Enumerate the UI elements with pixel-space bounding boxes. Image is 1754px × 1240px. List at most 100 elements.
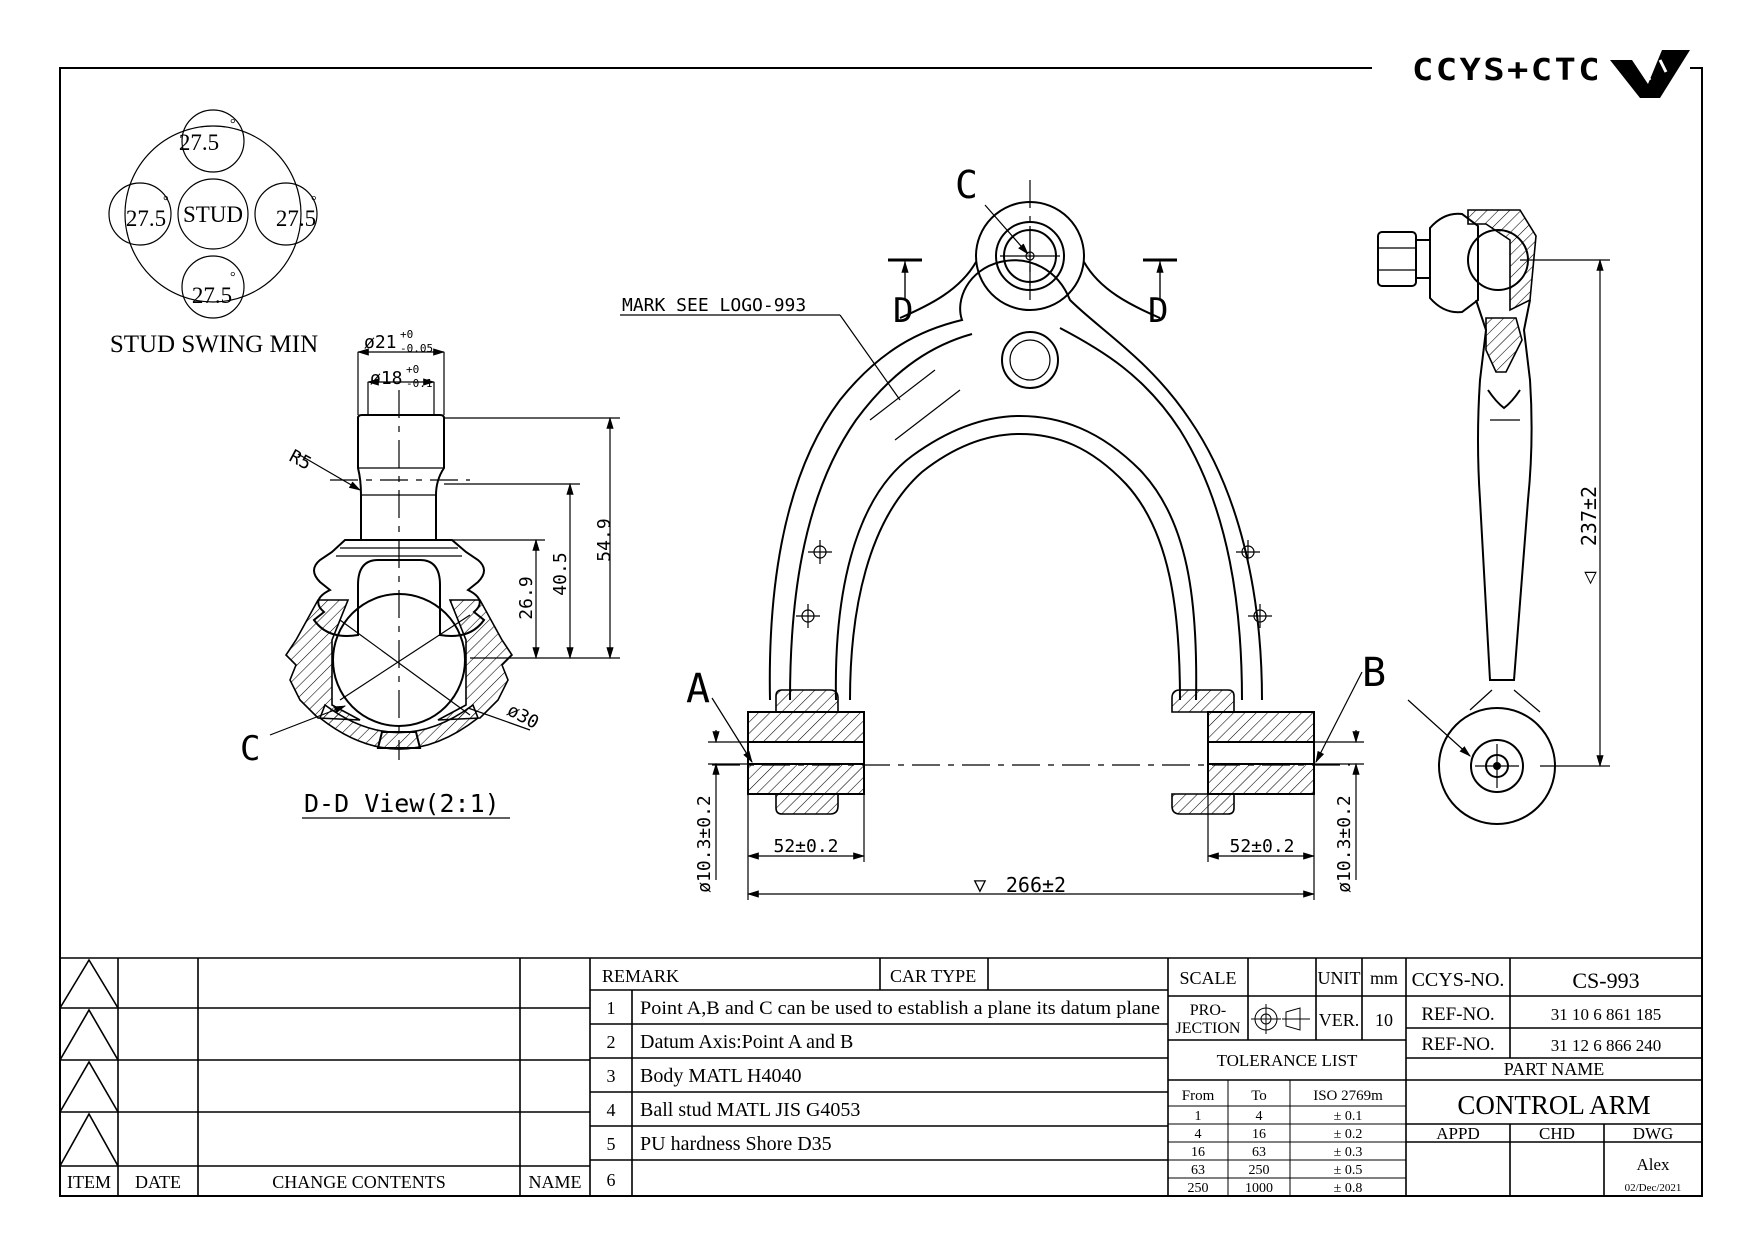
drawing-info: SCALE UNIT mm PRO- JECTION VER. 10 TOLER… bbox=[1176, 968, 1398, 1196]
ball-diameter-dimension: ø30 bbox=[504, 700, 543, 734]
ref-no-label: REF-NO. bbox=[1421, 1004, 1494, 1025]
remark-text: Datum Axis:Point A and B bbox=[640, 1031, 853, 1053]
swing-caption: STUD SWING MIN bbox=[110, 331, 318, 358]
tolerance-to: 4 bbox=[1256, 1109, 1263, 1124]
header-item: ITEM bbox=[67, 1172, 111, 1192]
tolerance-value: ± 0.3 bbox=[1334, 1145, 1363, 1160]
part-info: CCYS-NO. CS-993 REF-NO. 31 10 6 861 185 … bbox=[1412, 968, 1682, 1194]
section-view-dd: ø21 +0 -0.05 ø18 +0 -0.1 R5 54.9 40.5 26… bbox=[240, 328, 620, 819]
tolerance-from: 1 bbox=[1195, 1109, 1202, 1124]
tolerance-value: ± 0.5 bbox=[1334, 1163, 1363, 1178]
tolerance-value: ± 0.1 bbox=[1334, 1109, 1363, 1124]
remark-number: 2 bbox=[607, 1032, 616, 1052]
control-arm-main-view: MARK SEE LOGO-993 D D C bbox=[620, 163, 1386, 900]
remark-text: Ball stud MATL JIS G4053 bbox=[640, 1099, 860, 1121]
tolerance-header-to: To bbox=[1251, 1088, 1267, 1104]
tolerance-to: 63 bbox=[1252, 1145, 1266, 1160]
swing-bottom-value: 27.5 bbox=[192, 283, 232, 308]
point-c-main-label: C bbox=[955, 163, 978, 207]
section-view-caption: D-D View(2:1) bbox=[304, 789, 500, 818]
header-change-contents: CHANGE CONTENTS bbox=[272, 1172, 446, 1192]
degree-mark: ° bbox=[230, 117, 236, 132]
tolerance-to: 16 bbox=[1252, 1127, 1266, 1142]
dia21-tolerance-lower: -0.05 bbox=[400, 342, 433, 355]
car-type-label: CAR TYPE bbox=[890, 966, 976, 986]
unit-label: UNIT bbox=[1318, 968, 1361, 988]
section-d-right-label: D bbox=[1148, 291, 1168, 331]
height-54-9-dimension: 54.9 bbox=[594, 518, 615, 561]
ccys-no-value: CS-993 bbox=[1572, 968, 1639, 993]
remark-number: 4 bbox=[607, 1100, 616, 1120]
drawer-name: Alex bbox=[1636, 1155, 1670, 1174]
title-block-grid bbox=[59, 957, 1702, 1196]
projection-label: JECTION bbox=[1176, 1020, 1241, 1037]
dia18-dimension: ø18 bbox=[370, 368, 403, 389]
chd-label: CHD bbox=[1539, 1124, 1575, 1143]
header-date: DATE bbox=[135, 1172, 181, 1192]
ref-no-value: 31 12 6 866 240 bbox=[1551, 1036, 1662, 1055]
degree-mark: ° bbox=[311, 194, 317, 209]
overall-width-symbol: ▽ bbox=[974, 873, 987, 897]
logo-mark-icon bbox=[1610, 50, 1690, 98]
tolerance-from: 16 bbox=[1191, 1145, 1205, 1160]
revision-table: ITEM DATE CHANGE CONTENTS NAME bbox=[67, 1172, 582, 1192]
section-d-left-label: D bbox=[893, 291, 913, 331]
drawing-date: 02/Dec/2021 bbox=[1625, 1182, 1682, 1194]
ref-no-label: REF-NO. bbox=[1421, 1034, 1494, 1055]
tolerance-list-title: TOLERANCE LIST bbox=[1217, 1051, 1358, 1070]
part-name-value: CONTROL ARM bbox=[1457, 1090, 1650, 1120]
control-arm-side-view: ◁ 237±2 bbox=[1377, 209, 1610, 825]
unit-value: mm bbox=[1370, 968, 1398, 988]
scale-label: SCALE bbox=[1179, 968, 1236, 988]
dwg-label: DWG bbox=[1633, 1124, 1674, 1143]
dia18-tolerance-upper: +0 bbox=[406, 363, 419, 376]
side-height-dimension: 237±2 bbox=[1577, 486, 1601, 546]
tolerance-from: 4 bbox=[1195, 1127, 1202, 1142]
mark-note: MARK SEE LOGO-993 bbox=[622, 295, 806, 316]
part-name-label: PART NAME bbox=[1504, 1059, 1604, 1079]
overall-width-dimension: 266±2 bbox=[1006, 873, 1066, 897]
height-26-9-dimension: 26.9 bbox=[516, 576, 537, 619]
swing-right-value: 27.5 bbox=[276, 206, 316, 231]
brand-logo: CCYS+CTC bbox=[1412, 50, 1690, 98]
bush-width-left-dimension: 52±0.2 bbox=[773, 836, 838, 857]
stud-swing-diagram: 27.5 ° 27.5 ° 27.5 ° 27.5 ° STUD STUD SW… bbox=[108, 109, 318, 358]
remark-number: 3 bbox=[607, 1066, 616, 1086]
tolerance-from: 250 bbox=[1188, 1181, 1209, 1196]
ccys-no-label: CCYS-NO. bbox=[1412, 969, 1505, 991]
remark-number: 1 bbox=[607, 998, 616, 1018]
remarks-table: REMARK CAR TYPE 1 Point A,B and C can be… bbox=[602, 966, 1160, 1190]
point-c-label: C bbox=[240, 729, 260, 769]
ver-value: 10 bbox=[1375, 1010, 1393, 1030]
tolerance-value: ± 0.8 bbox=[1334, 1181, 1363, 1196]
tolerance-from: 63 bbox=[1191, 1163, 1205, 1178]
height-40-5-dimension: 40.5 bbox=[550, 552, 571, 595]
remark-header: REMARK bbox=[602, 966, 679, 986]
swing-center-label: STUD bbox=[183, 202, 243, 227]
projection-symbol-icon bbox=[1251, 1004, 1310, 1034]
tolerance-value: ± 0.2 bbox=[1334, 1127, 1363, 1142]
ver-label: VER. bbox=[1319, 1010, 1360, 1030]
remark-text: Point A,B and C can be used to establish… bbox=[640, 998, 1160, 1019]
point-a-label: A bbox=[686, 666, 710, 712]
swing-top-value: 27.5 bbox=[179, 130, 219, 155]
tolerance-header-from: From bbox=[1182, 1088, 1215, 1104]
remark-number: 5 bbox=[607, 1134, 616, 1154]
appd-label: APPD bbox=[1436, 1124, 1479, 1143]
logo-text: CCYS+CTC bbox=[1412, 53, 1602, 88]
dia21-tolerance-upper: +0 bbox=[400, 328, 413, 341]
dia18-tolerance-lower: -0.1 bbox=[406, 377, 433, 390]
bore-left-dimension: ø10.3±0.2 bbox=[694, 795, 715, 893]
point-b-label: B bbox=[1362, 650, 1386, 696]
radius-dimension: R5 bbox=[286, 446, 315, 475]
side-height-symbol: ◁ bbox=[1577, 571, 1601, 585]
tolerance-to: 1000 bbox=[1245, 1181, 1273, 1196]
remark-text: Body MATL H4040 bbox=[640, 1065, 801, 1087]
projection-label: PRO- bbox=[1190, 1002, 1226, 1019]
bore-right-dimension: ø10.3±0.2 bbox=[1334, 795, 1355, 893]
header-name: NAME bbox=[529, 1172, 582, 1192]
degree-mark: ° bbox=[163, 194, 169, 209]
dia21-dimension: ø21 bbox=[364, 332, 397, 353]
degree-mark: ° bbox=[230, 270, 236, 285]
